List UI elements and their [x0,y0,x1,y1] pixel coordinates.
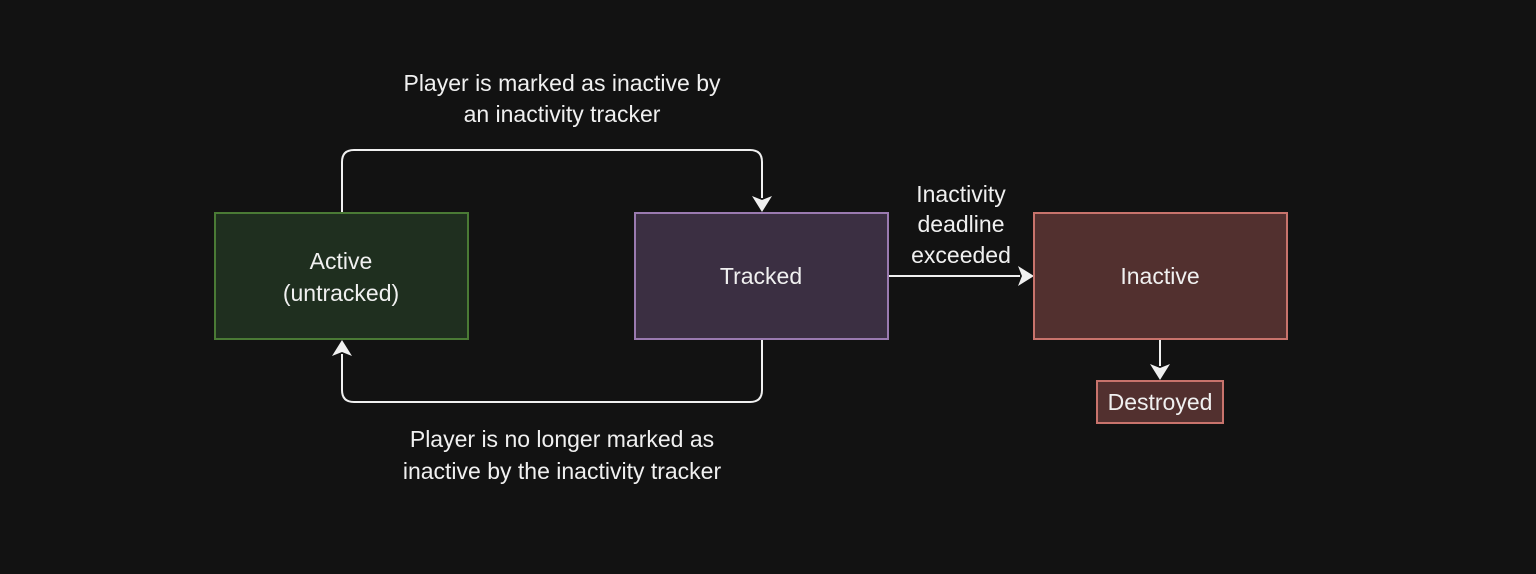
edge-label-tracked-to-active-line1: Player is no longer marked as [410,426,714,452]
edge-tracked-to-active: Player is no longer marked as inactive b… [332,340,763,484]
arrowhead-to-inactive [1018,266,1034,286]
node-inactive-label: Inactive [1120,263,1199,289]
node-inactive-box [1033,212,1288,340]
edge-label-tracked-to-active-line2: inactive by the inactivity tracker [403,458,722,484]
node-tracked-label: Tracked [720,263,802,289]
edge-label-tracked-to-inactive-line2: deadline [918,211,1005,237]
edge-active-to-tracked-line [341,149,763,212]
arrowhead-to-active [332,340,352,356]
node-active-label-line1: Active [310,248,373,274]
arrowhead-to-tracked [752,196,772,212]
edge-label-active-to-tracked-line2: an inactivity tracker [464,101,661,127]
edge-label-tracked-to-inactive-line1: Inactivity [916,181,1006,207]
edge-label-active-to-tracked-line1: Player is marked as inactive by [403,70,721,96]
arrowhead-to-destroyed [1150,364,1170,380]
edge-inactive-to-destroyed [1150,340,1170,380]
edge-active-to-tracked: Player is marked as inactive by an inact… [341,70,772,212]
node-active-label-line2: (untracked) [283,280,399,306]
node-active-box [214,212,469,340]
node-destroyed-label: Destroyed [1108,389,1213,415]
node-inactive: Inactive [1033,212,1288,340]
node-tracked: Tracked [634,212,889,340]
node-destroyed-box [1096,380,1224,424]
edge-label-tracked-to-inactive-line3: exceeded [911,242,1011,268]
node-active: Active (untracked) [214,212,469,340]
edge-tracked-to-active-line [341,340,763,403]
node-destroyed: Destroyed [1096,380,1224,424]
edge-tracked-to-inactive: Inactivity deadline exceeded [888,181,1034,286]
node-tracked-box [634,212,889,340]
